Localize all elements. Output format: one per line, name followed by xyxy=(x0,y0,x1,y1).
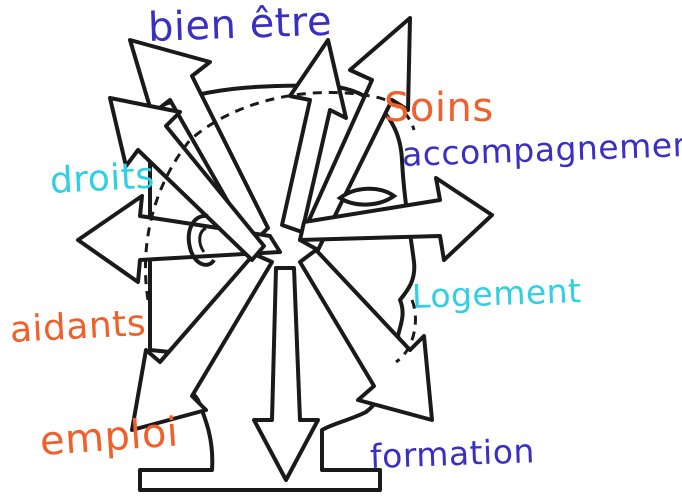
label-aidants: aidants xyxy=(9,306,147,349)
label-droits: droits xyxy=(49,159,156,200)
label-emploi: emploi xyxy=(39,412,180,462)
eye xyxy=(340,189,394,205)
label-soins: Soins xyxy=(384,88,494,128)
label-bien-etre: bien être xyxy=(147,2,332,48)
label-formation: formation xyxy=(369,434,535,473)
label-logement: Logement xyxy=(411,274,582,313)
label-accompagnement: accompagnement xyxy=(401,127,682,171)
